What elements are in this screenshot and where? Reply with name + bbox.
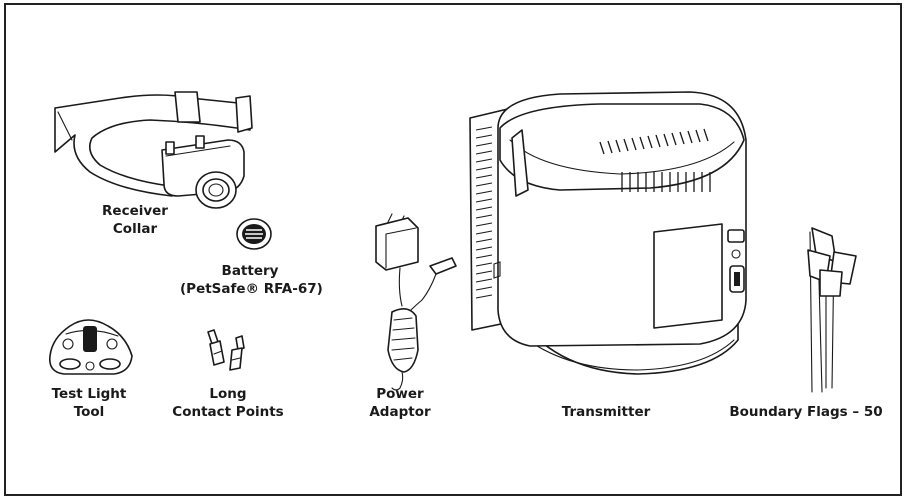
test-light-tool-label-line1: Test Light	[51, 386, 127, 402]
battery-label-line1: Battery	[221, 263, 279, 279]
receiver-collar-drawing	[54, 91, 253, 209]
long-contact-points-label: Long Contact Points	[168, 385, 288, 421]
boundary-flags-label: Boundary Flags – 50	[729, 404, 883, 420]
power-adaptor-label-line2: Adaptor	[369, 404, 431, 420]
power-adaptor-label: Power Adaptor	[360, 385, 440, 421]
receiver-collar-label-line2: Collar	[112, 221, 158, 237]
power-adaptor-label-line1: Power	[376, 386, 424, 402]
receiver-collar-label-line1: Receiver	[102, 203, 168, 219]
battery-drawing	[236, 218, 272, 250]
test-light-tool-label: Test Light Tool	[44, 385, 134, 421]
contact-points-drawing	[207, 329, 245, 371]
diagram-frame	[4, 3, 902, 496]
power-adaptor-drawing	[375, 213, 457, 391]
test-light-tool-label-line2: Tool	[73, 404, 105, 420]
transmitter-drawing	[469, 91, 747, 375]
battery-label: Battery (PetSafe® RFA-67)	[180, 262, 323, 298]
boundary-flags-drawing	[807, 227, 857, 393]
battery-label-line2: (PetSafe® RFA-67)	[180, 281, 323, 297]
transmitter-label: Transmitter	[561, 404, 651, 420]
receiver-collar-label: Receiver Collar	[92, 202, 178, 238]
long-contact-points-label-line2: Contact Points	[172, 404, 284, 420]
test-light-tool-drawing	[48, 319, 133, 375]
long-contact-points-label-line1: Long	[209, 386, 247, 402]
